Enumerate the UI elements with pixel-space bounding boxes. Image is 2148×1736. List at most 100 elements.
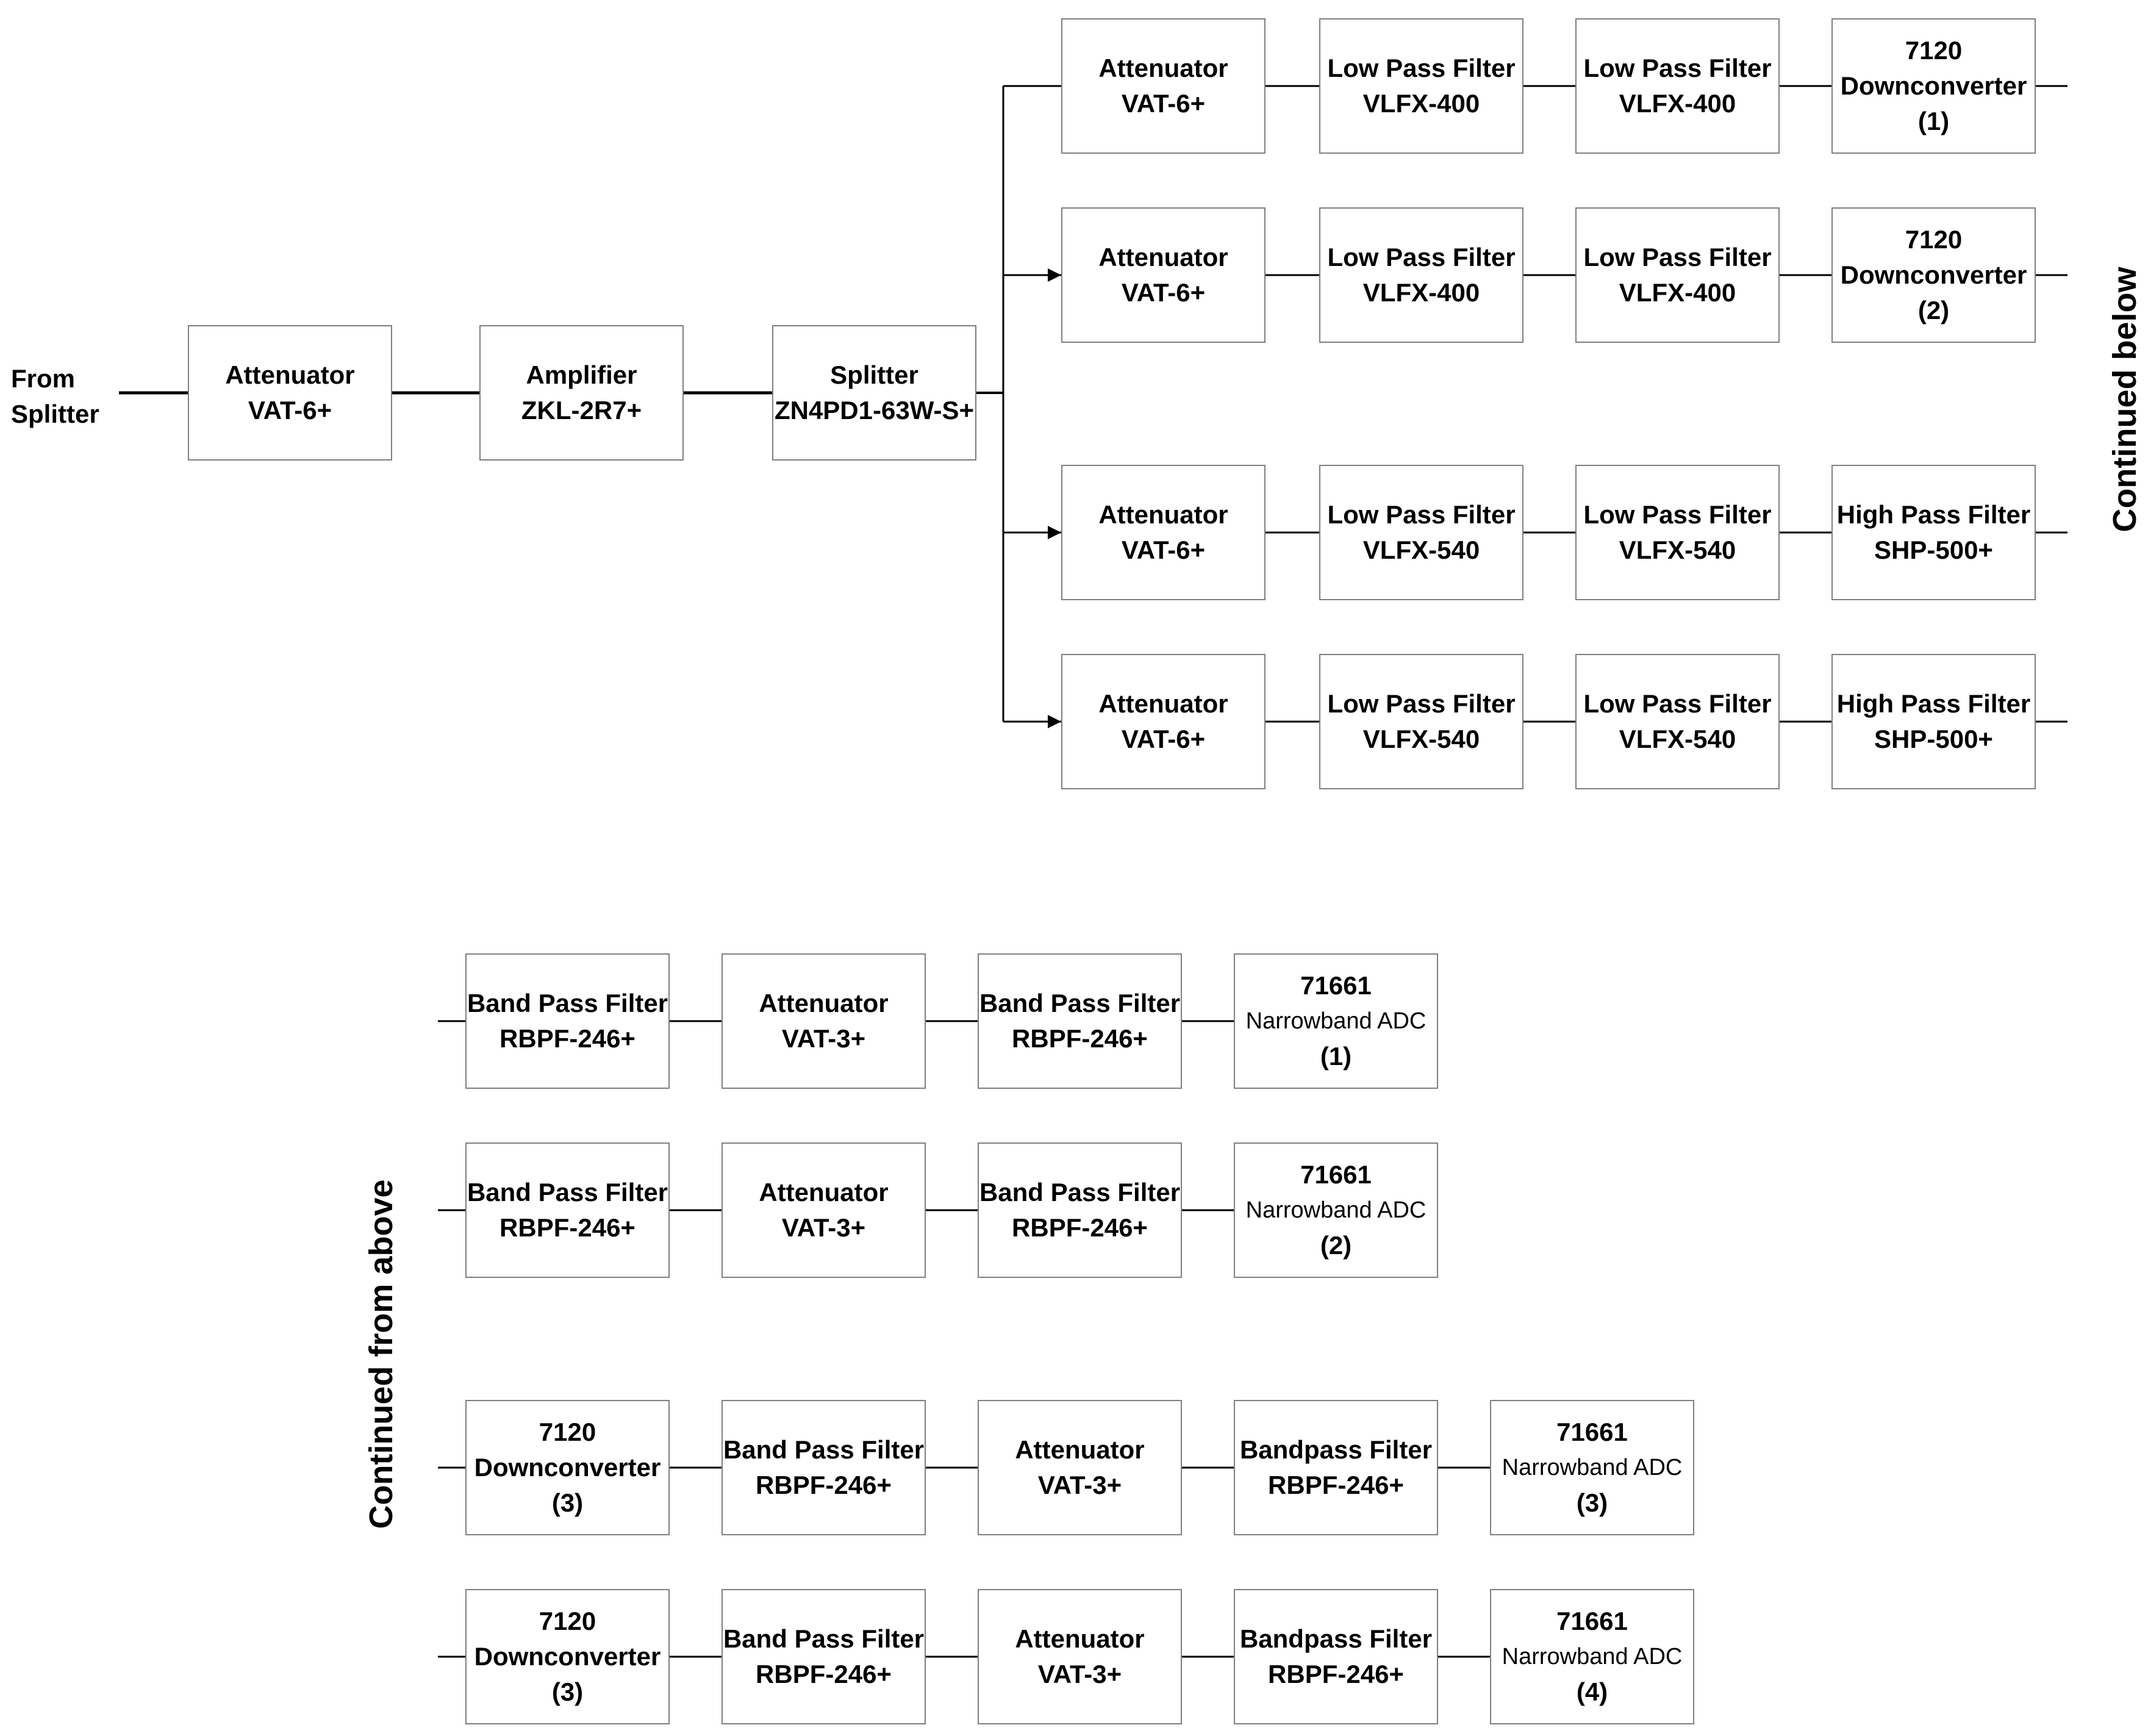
upper-row4-block1-line1: Attenuator: [1098, 689, 1228, 718]
input-attenuator-block-line2: VAT-6+: [248, 396, 332, 425]
upper-row1-block2-line2: VLFX-400: [1362, 89, 1480, 118]
lower-row3-block4-line1: Bandpass Filter: [1239, 1435, 1433, 1464]
upper-row1-block2-line1: Low Pass Filter: [1327, 54, 1516, 82]
continued-from-above-label: Continued from above: [363, 1179, 399, 1529]
arrowhead-row2: [1048, 268, 1061, 282]
amplifier-block-line1: Amplifier: [526, 360, 637, 389]
lower-row4-block5-line1: 71661: [1556, 1607, 1628, 1635]
lower-row3-block3-line2: VAT-3+: [1037, 1471, 1122, 1499]
upper-row2-block4-line2: Downconverter: [1840, 260, 2027, 289]
upper-row3-block2-line2: VLFX-540: [1362, 536, 1480, 564]
lower-row1-block1-line1: Band Pass Filter: [467, 989, 668, 1017]
lower-row2-block4-line1: 71661: [1300, 1160, 1372, 1189]
lower-row1-block3-line2: RBPF-246+: [1012, 1024, 1148, 1053]
lower-row2-block3-line1: Band Pass Filter: [979, 1178, 1181, 1207]
lower-row3-block2-line2: RBPF-246+: [756, 1471, 892, 1499]
arrowhead-row4: [1048, 715, 1061, 728]
upper-row4-block3-line2: VLFX-540: [1619, 725, 1736, 753]
upper-row1-block3-line2: VLFX-400: [1619, 89, 1736, 118]
upper-row1-block4-line1: 7120: [1905, 36, 1963, 65]
upper-row1-block4-line3: (1): [1917, 107, 1950, 135]
lower-row4-block3-line2: VAT-3+: [1037, 1660, 1122, 1688]
lower-row2-block1-line2: RBPF-246+: [499, 1213, 635, 1242]
lower-row1-block4-line1: 71661: [1300, 971, 1372, 1000]
lower-row1-block4-line2: Narrowband ADC: [1245, 1008, 1427, 1034]
upper-row2-block4-line3: (2): [1917, 296, 1950, 325]
lower-row2-block2-line2: VAT-3+: [781, 1213, 866, 1242]
upper-row4-block2-line2: VLFX-540: [1362, 725, 1480, 753]
lower-row2-block4-line2: Narrowband ADC: [1245, 1197, 1427, 1223]
lower-row4-block4-line1: Bandpass Filter: [1239, 1624, 1433, 1653]
source-label: From Splitter: [11, 361, 99, 432]
input-attenuator-block-line1: Attenuator: [225, 360, 355, 389]
source-label-line2: Splitter: [11, 400, 99, 428]
upper-row2-block3-line2: VLFX-400: [1619, 278, 1736, 307]
lower-row4-block1-line1: 7120: [539, 1607, 596, 1635]
splitter-block-line2: ZN4PD1-63W-S+: [774, 396, 975, 425]
lower-row4-block4-line2: RBPF-246+: [1268, 1660, 1404, 1688]
upper-row1-block3-line1: Low Pass Filter: [1583, 54, 1772, 82]
upper-row3-block1-line2: VAT-6+: [1121, 536, 1206, 564]
lower-row3-block5-line3: (3): [1576, 1488, 1608, 1517]
upper-row3-block2-line1: Low Pass Filter: [1327, 500, 1516, 529]
upper-row3-block3-line1: Low Pass Filter: [1583, 500, 1772, 529]
upper-row3-block3-line2: VLFX-540: [1619, 536, 1736, 564]
upper-row3-block4-line1: High Pass Filter: [1836, 500, 2031, 529]
lower-row1-block4-line3: (1): [1320, 1042, 1352, 1071]
lower-row4-block5-line2: Narrowband ADC: [1502, 1644, 1683, 1670]
lower-row4-block2-line2: RBPF-246+: [756, 1660, 892, 1688]
upper-row2-block1-line2: VAT-6+: [1121, 278, 1206, 307]
lower-row2-block1-line1: Band Pass Filter: [467, 1178, 668, 1207]
upper-row4-block2-line1: Low Pass Filter: [1327, 689, 1516, 718]
lower-row4-block1-line3: (3): [551, 1677, 584, 1706]
lower-row4-block1-line2: Downconverter: [474, 1642, 661, 1671]
lower-row2-block4-line3: (2): [1320, 1231, 1352, 1260]
upper-row4-block1-line2: VAT-6+: [1121, 725, 1206, 753]
lower-row3-block5-line1: 71661: [1556, 1418, 1628, 1446]
upper-row2-block1-line1: Attenuator: [1098, 243, 1228, 271]
amplifier-block-line2: ZKL-2R7+: [521, 396, 642, 425]
lower-row1-block3-line1: Band Pass Filter: [979, 989, 1181, 1017]
lower-row3-block2-line1: Band Pass Filter: [723, 1435, 925, 1464]
splitter-block-line1: Splitter: [830, 360, 918, 389]
lower-row2-block2-line1: Attenuator: [759, 1178, 889, 1207]
upper-row2-block2-line2: VLFX-400: [1362, 278, 1480, 307]
upper-row2-block3-line1: Low Pass Filter: [1583, 243, 1772, 271]
upper-row1-block1-line2: VAT-6+: [1121, 89, 1206, 118]
lower-row3-block1-line1: 7120: [539, 1418, 596, 1446]
lower-row3-block4-line2: RBPF-246+: [1268, 1471, 1404, 1499]
lower-row3-block1-line2: Downconverter: [474, 1453, 661, 1482]
continued-below-label: Continued below: [2107, 267, 2143, 533]
upper-row3-block1-line1: Attenuator: [1098, 500, 1228, 529]
